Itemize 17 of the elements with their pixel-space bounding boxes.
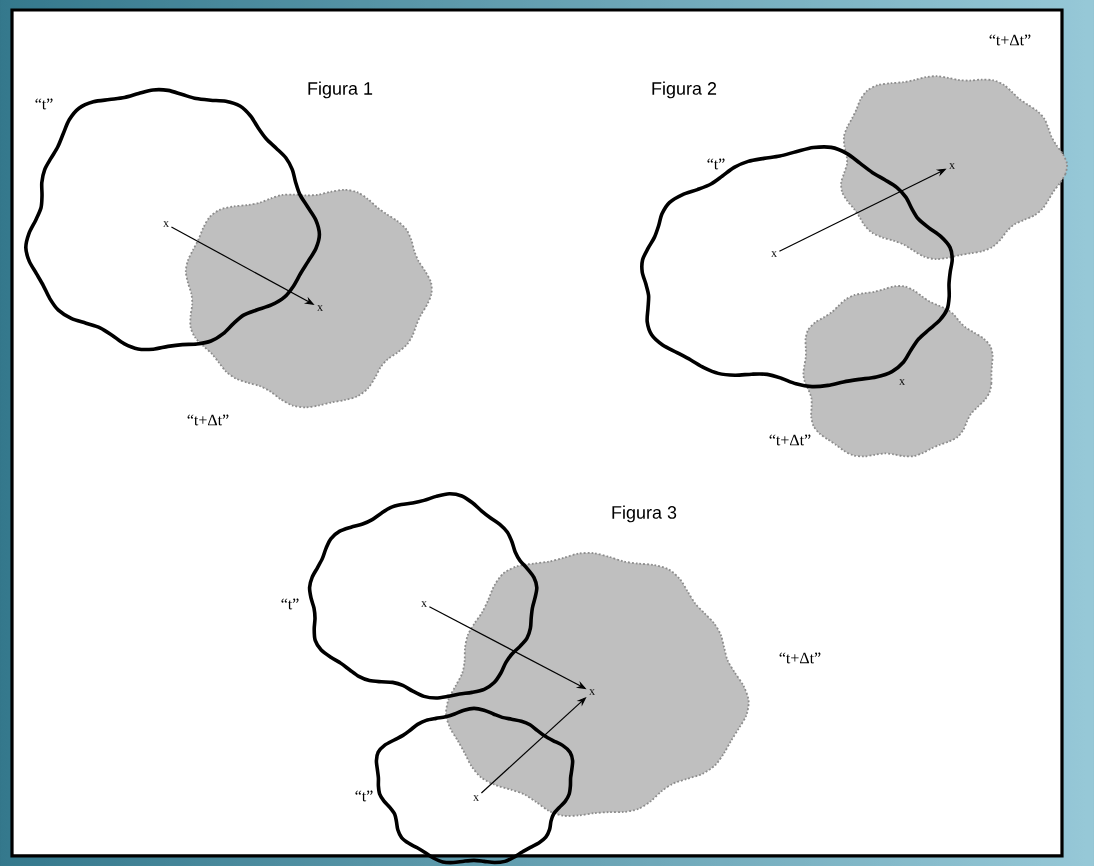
- figure-title: Figura 2: [652, 81, 717, 99]
- time-label: “t”: [355, 790, 373, 802]
- outlined-region: [374, 706, 575, 865]
- time-label: “t+Δt”: [989, 34, 1031, 46]
- outlined-region: [640, 145, 954, 389]
- figure-title: Figura 3: [612, 505, 677, 523]
- time-label: “t+Δt”: [769, 434, 811, 446]
- shaded-region: [840, 75, 1068, 261]
- time-label: “t+Δt”: [779, 652, 821, 664]
- shaded-region: [184, 188, 433, 409]
- figure-title: Figura 1: [308, 81, 373, 99]
- time-label: “t”: [35, 98, 53, 110]
- time-label: “t+Δt”: [187, 414, 229, 426]
- shaded-region: [445, 552, 750, 817]
- time-label: “t”: [281, 598, 299, 610]
- outlined-region: [307, 491, 539, 700]
- time-label: “t”: [707, 158, 725, 170]
